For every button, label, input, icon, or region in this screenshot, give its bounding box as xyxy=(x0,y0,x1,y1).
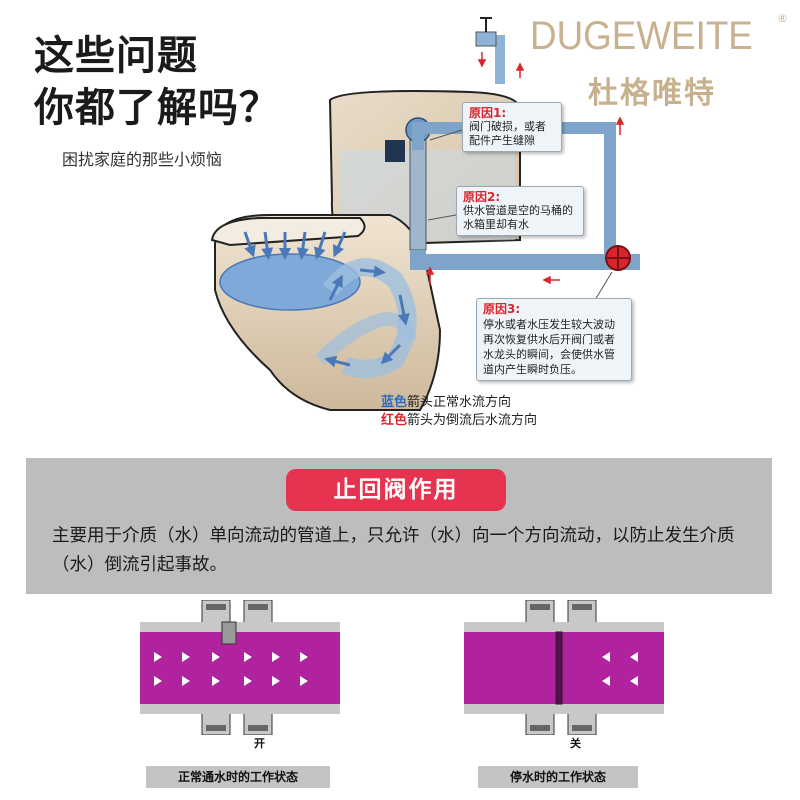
reason-text: 阀门破损，或者配件产生缝隙 xyxy=(469,120,546,147)
reason-box-1: 原因1: 阀门破损，或者配件产生缝隙 xyxy=(462,102,562,152)
legend-blue-word: 蓝色 xyxy=(381,395,408,410)
legend-blue: 蓝色箭头正常水流方向 xyxy=(381,394,537,412)
valve-closed-state: 关 xyxy=(570,737,581,750)
headline-subtitle: 困扰家庭的那些小烦恼 xyxy=(62,150,223,169)
brand-registered-mark: ® xyxy=(777,12,788,25)
reason-box-3: 原因3: 停水或者水压发生较大波动再次恢复供水后开阀门或者水龙头的瞬间，会使供水… xyxy=(476,298,632,381)
reason-title: 原因2: xyxy=(463,190,501,204)
reason-text: 停水或者水压发生较大波动再次恢复供水后开阀门或者水龙头的瞬间，会使供水管道内产生… xyxy=(483,318,615,376)
valve-closed-diagram xyxy=(464,600,664,735)
reason-title: 原因3: xyxy=(483,302,521,316)
toilet-backflow-illustration xyxy=(210,17,640,411)
headline-line1: 这些问题 xyxy=(34,33,198,79)
valve-closed-caption: 停水时的工作状态 xyxy=(478,766,638,788)
function-description: 主要用于介质（水）单向流动的管道上，只允许（水）向一个方向流动，以防止发生介质（… xyxy=(52,526,735,575)
brand-name-en: DUGEWEITE xyxy=(530,14,753,58)
valve-open-caption: 正常通水时的工作状态 xyxy=(146,766,330,788)
arrow-legend: 蓝色箭头正常水流方向 红色箭头为倒流后水流方向 xyxy=(381,394,537,430)
legend-red: 红色箭头为倒流后水流方向 xyxy=(381,412,537,430)
flow-arrows-left xyxy=(602,652,638,686)
reason-box-2: 原因2: 供水管道是空的马桶的水箱里却有水 xyxy=(456,186,584,236)
supply-pipe xyxy=(410,250,640,270)
headline: 这些问题 你都了解吗？ xyxy=(34,30,334,134)
headline-line2: 你都了解吗？ xyxy=(34,85,280,131)
legend-blue-text: 箭头正常水流方向 xyxy=(407,395,512,410)
blue-flow-arrows xyxy=(243,231,410,368)
flow-arrows-right xyxy=(154,652,308,686)
reason-text: 供水管道是空的马桶的水箱里却有水 xyxy=(463,204,573,231)
reason-title: 原因1: xyxy=(469,106,507,120)
valve-open-state: 开 xyxy=(254,737,265,750)
brand-name-cn: 杜格唯特 xyxy=(588,76,716,111)
valve-open-diagram xyxy=(140,600,340,735)
legend-red-word: 红色 xyxy=(381,413,408,428)
legend-red-text: 箭头为倒流后水流方向 xyxy=(407,413,538,428)
red-backflow-arrows xyxy=(425,52,625,285)
function-title: 止回阀作用 xyxy=(286,469,506,511)
